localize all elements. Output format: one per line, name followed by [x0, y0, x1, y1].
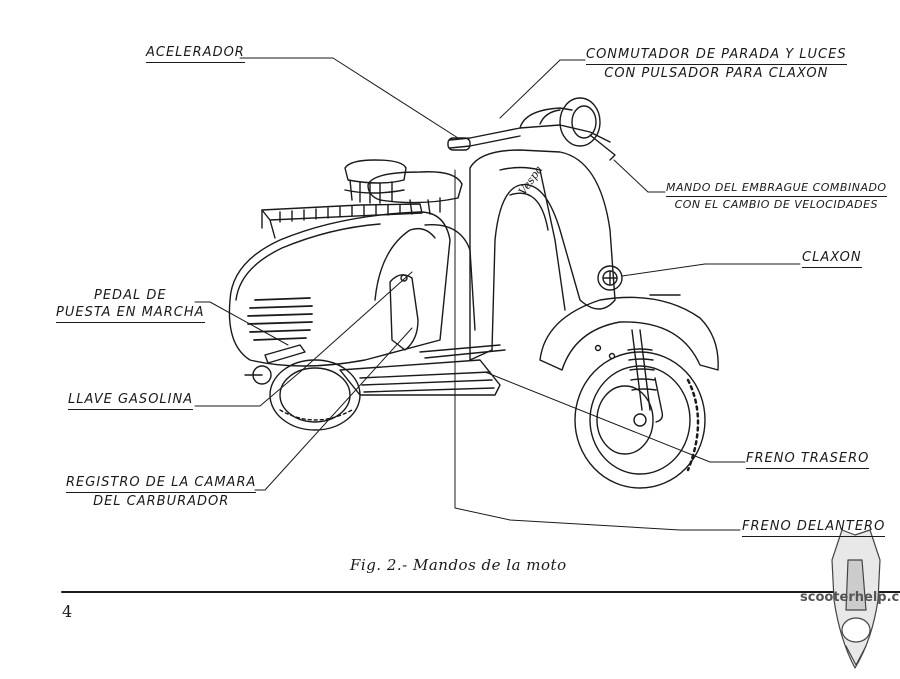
leader-acelerador [239, 57, 459, 139]
scooter-drawing [228, 97, 719, 489]
label-freno-delantero-text: FRENO DELANTERO [742, 518, 886, 537]
front-wheel [574, 351, 706, 489]
saddle [367, 171, 463, 215]
leader-lines [194, 57, 801, 531]
handlebar [447, 107, 616, 161]
label-registro: REGISTRO DE LA CAMARA DEL CARBURADOR [66, 474, 257, 510]
headlamp [539, 97, 601, 147]
label-embrague: MANDO DEL EMBRAGUE COMBINADO CON EL CAMB… [666, 180, 887, 212]
leader-llave [194, 271, 413, 407]
carburettor-hatch [389, 274, 419, 351]
watermark-text: scooterhelp.c [800, 590, 900, 605]
luggage-rack [261, 203, 423, 239]
label-claxon: CLAXON [802, 249, 862, 268]
label-acelerador: ACELERADOR [146, 44, 245, 63]
watermark-emblem [831, 529, 881, 669]
label-conmutador-line-1: CONMUTADOR DE PARADA Y LUCES [586, 46, 847, 65]
leader-claxon [621, 263, 801, 277]
legshield [469, 149, 616, 361]
rear-body [228, 211, 476, 367]
page-number: 4 [62, 602, 73, 621]
label-embrague-line-1: MANDO DEL EMBRAGUE COMBINADO [666, 180, 887, 197]
label-claxon-text: CLAXON [802, 249, 862, 268]
leader-freno-trasero [484, 371, 746, 463]
label-pedal-line-1: PEDAL DE [94, 288, 167, 303]
label-pedal-line-2: PUESTA EN MARCHA [56, 304, 205, 323]
label-acelerador-text: ACELERADOR [146, 44, 245, 63]
label-llave: LLAVE GASOLINA [68, 391, 194, 410]
label-conmutador-line-2: CON PULSADOR PARA CLAXON [604, 66, 829, 81]
leader-conmutador [499, 59, 586, 119]
label-freno-delantero: FRENO DELANTERO [742, 518, 886, 537]
figure-caption: Fig. 2.- Mandos de la moto [350, 556, 567, 574]
leader-registro [254, 327, 413, 491]
label-freno-trasero-text: FRENO TRASERO [746, 450, 870, 469]
engine-vents [247, 297, 313, 341]
label-registro-line-2: DEL CARBURADOR [93, 494, 230, 509]
label-conmutador: CONMUTADOR DE PARADA Y LUCES CON PULSADO… [586, 46, 847, 82]
floorboard [339, 344, 506, 396]
label-llave-text: LLAVE GASOLINA [68, 391, 194, 410]
label-registro-line-1: REGISTRO DE LA CAMARA [66, 474, 257, 493]
leader-embrague [613, 159, 666, 193]
kickstart-pedal [244, 344, 306, 385]
label-embrague-line-2: CON EL CAMBIO DE VELOCIDADES [674, 198, 879, 211]
rear-wheel [269, 359, 361, 431]
leader-pedal [194, 301, 289, 346]
horn [597, 265, 623, 291]
front-fender [539, 294, 719, 371]
front-suspension [627, 329, 664, 423]
label-freno-trasero: FRENO TRASERO [746, 450, 870, 469]
label-pedal: PEDAL DE PUESTA EN MARCHA [56, 287, 205, 323]
rear-seat [344, 159, 407, 204]
